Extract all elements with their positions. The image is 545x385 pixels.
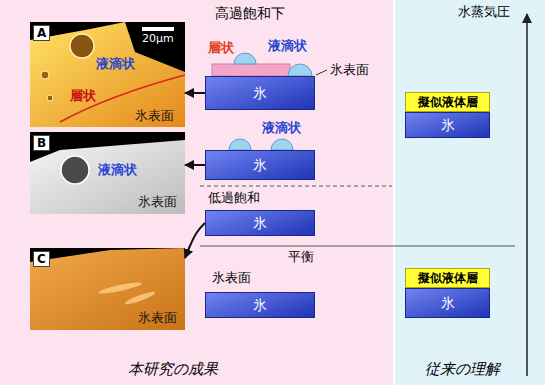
layer-name: 擬似液体層 <box>418 271 478 285</box>
ice-block: 氷 <box>205 210 315 236</box>
surface-step <box>124 290 156 307</box>
surface-label: 氷表面 <box>330 62 369 78</box>
droplet <box>61 156 89 184</box>
ice-block: 氷 <box>405 288 490 318</box>
pressure-axis <box>526 14 528 376</box>
ice-block: 氷 <box>205 76 315 110</box>
ice-label: 氷 <box>253 85 267 102</box>
connector-arrow <box>185 223 205 258</box>
connector-arrow <box>185 164 205 166</box>
panel-label: 液滴状 <box>96 56 135 72</box>
ice-label: 氷 <box>441 117 455 134</box>
condition-label: 高過飽和下 <box>215 5 285 22</box>
panel-letter: C <box>33 251 50 267</box>
surface-step <box>98 280 142 295</box>
ice-label: 氷 <box>253 297 267 314</box>
ice-label: 氷 <box>253 215 267 232</box>
droplet-label: 液滴状 <box>268 38 307 54</box>
layer-label: 層状 <box>208 40 234 56</box>
droplet <box>271 139 293 150</box>
panel-label: 液滴状 <box>98 162 137 178</box>
leader-line <box>316 70 327 75</box>
panel-label: 氷表面 <box>138 194 177 210</box>
panel-label: 氷表面 <box>138 310 177 326</box>
scale-bar <box>142 27 174 31</box>
panel-label: 層状 <box>70 88 96 104</box>
divider-dashed <box>200 186 392 187</box>
scale-label: 20μm <box>142 32 174 45</box>
droplet <box>234 53 256 64</box>
layer-film <box>212 64 290 76</box>
ice-face <box>30 248 185 330</box>
section-caption: 本研究の成果 <box>128 360 218 378</box>
liquid-layer-box: 擬似液体層 <box>405 268 490 288</box>
droplet <box>288 64 312 76</box>
section-caption: 従来の理解 <box>425 360 500 378</box>
micrograph-panel: B 液滴状氷表面 <box>30 132 185 214</box>
droplet <box>70 34 94 58</box>
ice-block: 氷 <box>405 112 490 138</box>
droplet <box>41 71 49 79</box>
droplet <box>229 139 251 150</box>
connector-arrow <box>185 92 205 94</box>
ice-block: 氷 <box>205 150 315 180</box>
panel-letter: B <box>33 135 50 151</box>
ice-label: 氷 <box>253 157 267 174</box>
ice-block: 氷 <box>205 292 315 318</box>
micrograph <box>30 22 185 127</box>
ice-label: 氷 <box>441 295 455 312</box>
droplet <box>47 95 53 101</box>
droplet-label: 液滴状 <box>262 120 301 136</box>
surface-label: 氷表面 <box>212 270 251 286</box>
condition-label: 低過飽和 <box>208 190 260 206</box>
ice-face <box>30 22 185 127</box>
panel-letter: A <box>33 25 50 41</box>
liquid-layer-box: 擬似液体層 <box>405 92 490 112</box>
micrograph-panel: C 氷表面 <box>30 248 185 330</box>
axis-label: 水蒸気圧 <box>458 4 510 20</box>
micrograph <box>30 132 185 214</box>
micrograph <box>30 248 185 330</box>
panel-label: 氷表面 <box>135 108 174 124</box>
conventional-ground <box>395 0 545 385</box>
condition-label: 平衡 <box>288 249 314 265</box>
divider-solid <box>200 246 515 247</box>
layer-name: 擬似液体層 <box>418 95 478 109</box>
result-ground <box>0 0 393 385</box>
ice-face <box>30 140 185 214</box>
